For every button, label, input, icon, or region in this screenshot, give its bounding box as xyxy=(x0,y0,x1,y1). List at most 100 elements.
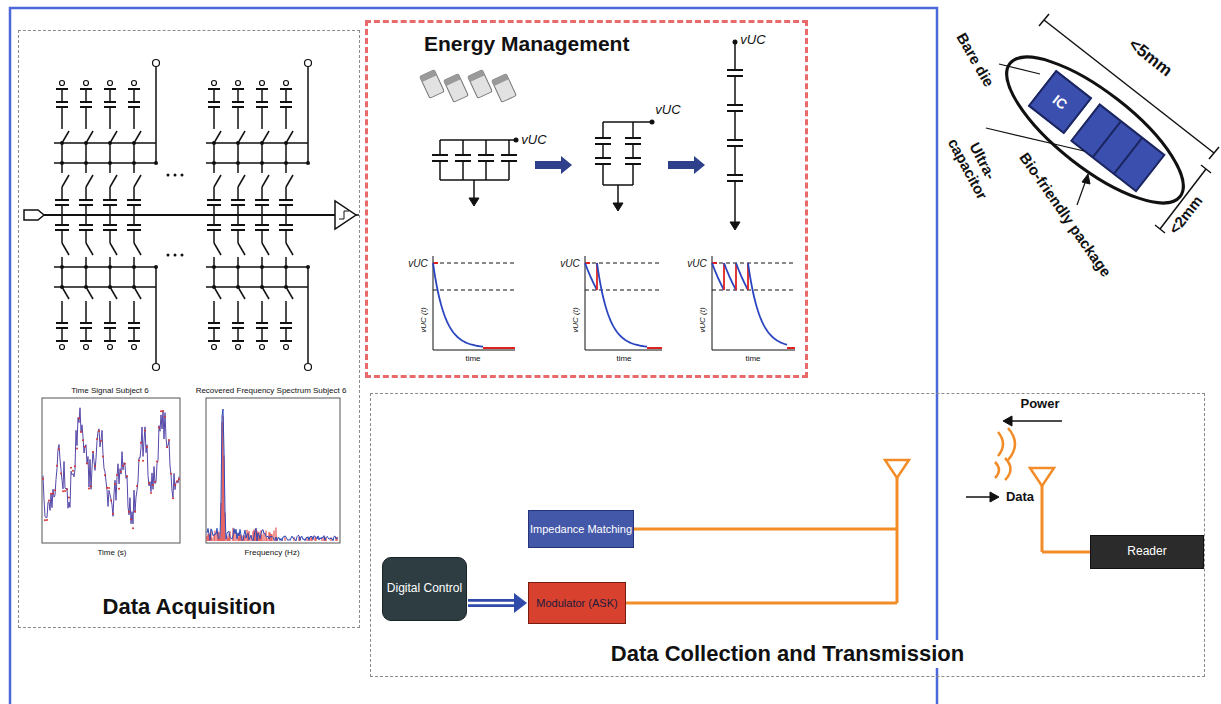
spectrum-bar xyxy=(212,538,213,541)
terminal-symbol xyxy=(212,345,217,350)
sample-dot xyxy=(88,488,90,490)
wire xyxy=(285,328,287,341)
sample-dot xyxy=(168,439,170,441)
capacitor-symbol xyxy=(255,204,269,206)
voltage-curve xyxy=(433,263,483,347)
wire xyxy=(206,142,308,144)
switch-symbol xyxy=(238,287,245,299)
switch-symbol xyxy=(134,175,141,187)
capacitor-symbol xyxy=(595,137,611,139)
ellipsis-dot xyxy=(181,254,184,257)
connector-inner xyxy=(468,602,516,605)
leader-line xyxy=(999,64,1040,74)
wire xyxy=(285,301,287,323)
capacitor-symbol xyxy=(727,174,743,176)
terminal-symbol xyxy=(236,81,241,86)
sample-dot xyxy=(142,460,144,462)
sample-dot xyxy=(112,513,114,515)
terminal-symbol xyxy=(284,345,289,350)
wire xyxy=(213,215,215,225)
wire xyxy=(602,122,604,138)
rf-wire xyxy=(1041,486,1044,552)
junction-dot xyxy=(650,120,655,125)
capacitor-symbol xyxy=(127,204,141,206)
ground-symbol xyxy=(128,88,140,90)
spectrum-bar xyxy=(215,531,216,541)
antenna-symbol xyxy=(885,460,909,478)
capacitor-symbol xyxy=(56,322,68,324)
wire xyxy=(237,205,239,215)
wire xyxy=(485,161,487,180)
switch-symbol xyxy=(214,131,221,143)
terminal-symbol xyxy=(132,81,137,86)
wire xyxy=(61,328,63,341)
wire xyxy=(133,89,135,102)
wire xyxy=(261,89,263,102)
sample-dot xyxy=(108,487,110,489)
wire xyxy=(206,266,308,268)
sample-dot xyxy=(110,499,112,501)
annotation-label: vUC xyxy=(408,258,427,269)
wire xyxy=(734,181,736,222)
wire xyxy=(155,67,157,163)
spectrum-bar xyxy=(219,532,220,541)
panel-title: Data Acquisition xyxy=(99,593,280,621)
wire xyxy=(133,230,135,243)
sample-dot xyxy=(60,473,62,475)
ground-symbol xyxy=(104,88,116,90)
wire xyxy=(85,89,87,102)
sample-dot xyxy=(94,465,96,467)
capacitor-symbol xyxy=(727,69,743,71)
terminal-symbol xyxy=(108,345,113,350)
wire xyxy=(85,257,87,287)
wire xyxy=(213,230,215,243)
capacitor-symbol xyxy=(208,322,220,324)
wire xyxy=(109,143,111,173)
arrow-head xyxy=(514,593,527,613)
wire xyxy=(439,140,441,155)
rf-wire xyxy=(626,602,897,605)
threshold-line xyxy=(433,290,515,291)
spectrum-bar xyxy=(240,535,241,541)
block-label: IC xyxy=(1049,92,1070,113)
sample-dot xyxy=(132,527,134,529)
panel-title: Energy Management xyxy=(420,31,633,57)
sample-dot xyxy=(46,519,48,521)
switch-symbol xyxy=(134,243,141,255)
voltage-curve xyxy=(597,263,647,347)
wire xyxy=(109,107,111,129)
sample-dot xyxy=(72,470,74,472)
wire xyxy=(155,267,157,363)
switch-symbol xyxy=(110,243,117,255)
wire xyxy=(602,164,604,185)
wire xyxy=(734,76,736,105)
sample-dot xyxy=(76,447,78,449)
annotation-label: vUC (t) xyxy=(699,307,708,332)
junction-dot xyxy=(514,138,519,143)
sample-dot xyxy=(90,485,92,487)
capacitor-symbol xyxy=(501,154,517,156)
sample-dot xyxy=(174,484,176,486)
wire xyxy=(734,111,736,140)
sample-dot xyxy=(178,478,180,480)
wire xyxy=(85,187,87,200)
sample-dot xyxy=(42,478,44,480)
switch-symbol xyxy=(110,287,117,299)
capacitor-symbol xyxy=(256,322,268,324)
wire xyxy=(61,205,63,215)
sample-dot xyxy=(164,416,166,418)
capacitor-symbol xyxy=(625,157,641,159)
wire xyxy=(508,140,510,155)
capacitor-symbol xyxy=(103,204,117,206)
annotation-label: vUC (t) xyxy=(420,307,429,332)
wire xyxy=(54,266,156,268)
plot-red-line xyxy=(647,347,662,349)
terminal-symbol xyxy=(84,345,89,350)
sample-dot xyxy=(66,488,68,490)
data-arrow xyxy=(966,496,990,498)
capacitor-symbol xyxy=(128,106,140,108)
supercapacitor-band xyxy=(420,70,437,82)
wireless-wave xyxy=(1008,428,1015,460)
